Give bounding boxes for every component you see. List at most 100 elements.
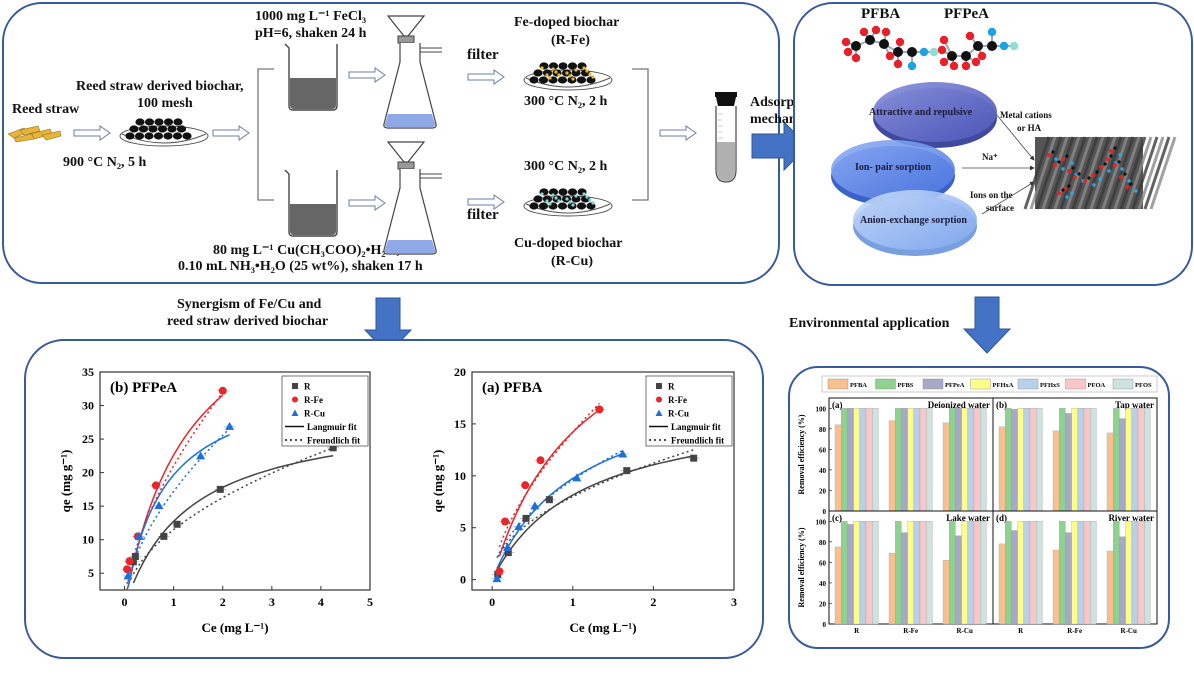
data-point-r-cu [154,500,164,509]
bar-pfos [980,408,987,512]
chart-title: (b) PFPeA [110,380,177,396]
adsorbed-fluorine [1125,185,1129,189]
biochar-particle [154,118,164,126]
x-tick-label: 5 [367,595,373,609]
bar-pfba [888,552,896,625]
data-point-r-fe [123,565,131,574]
biochar-particle [542,195,553,203]
data-point-r-cu [572,473,582,482]
y-tick-label: 25 [82,432,94,446]
data-point-r [504,549,512,557]
biochar-label-1: Reed straw derived biochar, [76,79,244,94]
biochar-particle [567,62,578,70]
y-tick-label: 35 [82,365,94,379]
data-point-r [522,514,530,522]
mechanism-discs [831,82,997,256]
chart-title: (a) PFBA [482,380,543,396]
dopant-particle [545,73,549,77]
atom-C [961,51,971,61]
fe-biochar-dish-icon [523,62,613,91]
arrow-icon [467,69,505,85]
bar-pfos [1144,408,1151,512]
adsorbed-oxygen [1070,191,1074,195]
atom-O [919,47,929,57]
cu-condition-line2: 0.10 mL NH₃•H₂O (25 wt%), shaken 17 h [178,259,423,274]
flask-body [383,169,437,255]
biochar-particle [558,188,568,196]
legend-label: R [668,382,675,392]
biochar-particle [125,132,135,140]
dopant-particle [554,196,558,200]
dopant-particle [548,202,552,206]
sem-texture [1137,136,1165,210]
atom-F [965,31,975,41]
y-tick-label: 40 [819,467,827,475]
dopant-particle [568,74,572,78]
adsorbed-carbon [1087,176,1091,180]
biochar-particle [538,76,549,84]
biochar-particle [138,125,149,133]
bar-pfos [980,521,987,625]
sem-texture [1143,136,1171,210]
disc-label-anion: Anion-exchange sorption [860,215,967,226]
sem-texture [1047,136,1075,210]
legend-swatch [827,378,849,390]
bar-pfoa [1029,408,1037,512]
x-tick-label: 0 [489,595,495,609]
biochar-dish-icon [119,118,209,147]
molecule-label-pfpea: PFPeA [944,6,989,22]
bar-pfpea [955,408,962,512]
bar-pfhxa [1125,408,1132,512]
bar-pfpea [901,408,908,512]
cu-product-line2: (R-Cu) [551,254,593,269]
biochar-particle [533,69,543,77]
dopant-particle [540,192,544,196]
data-point-r-cu [502,542,512,551]
adsorbed-carbon [1109,154,1113,158]
adsorbed-fluorine [1067,169,1071,173]
atom-F [977,51,987,61]
reed-straw-icon [7,125,62,143]
biochar-particle [558,62,568,70]
legend-label: PFOA [1088,382,1106,389]
atom-O [987,27,997,37]
atom-F [893,59,903,69]
bar-pfbs [1059,521,1066,625]
y-tick-label: 40 [819,580,827,588]
data-point-r-cu [196,451,206,460]
stopper [397,161,415,170]
atom-F [843,47,853,57]
fit-line-langmuir-r-cu [496,453,624,569]
bar-pfos [1144,521,1151,625]
dopant-particle [588,72,592,76]
adsorbed-carbon [1077,172,1081,176]
arrow-icon [212,125,250,141]
bar-pfhxa [1125,521,1132,625]
data-point-r [131,552,139,560]
dopant-particle [582,66,586,70]
bar-pfba [1106,550,1114,625]
arrow-icon [73,125,111,141]
bar-pfhxa [961,408,968,512]
y-axis-label: Removal efficiency (%) [797,527,806,607]
biochar-particle [172,132,183,140]
biochar-particle [129,125,139,133]
atom-F [971,57,981,67]
adsorbed-fluorine [1099,165,1103,169]
biochar-particle [144,132,154,140]
beaker-fe-icon [284,43,338,111]
fit-line-freundlich-r-fe [126,391,224,584]
bar-pfhxa [853,408,860,512]
legend-marker-r [656,383,662,389]
biochar-particle [163,132,173,140]
x-tick-label: 2 [650,595,656,609]
atom-F [859,27,869,37]
sem-texture [1119,136,1147,210]
atom-C [865,35,875,45]
y-tick-label: 80 [819,426,827,434]
bar-pfhxa [907,408,914,512]
plot-frame [99,371,371,591]
sem-texture [1095,136,1123,210]
bar-pfhxa [1071,521,1078,625]
bar-pfhxs [1131,521,1139,625]
